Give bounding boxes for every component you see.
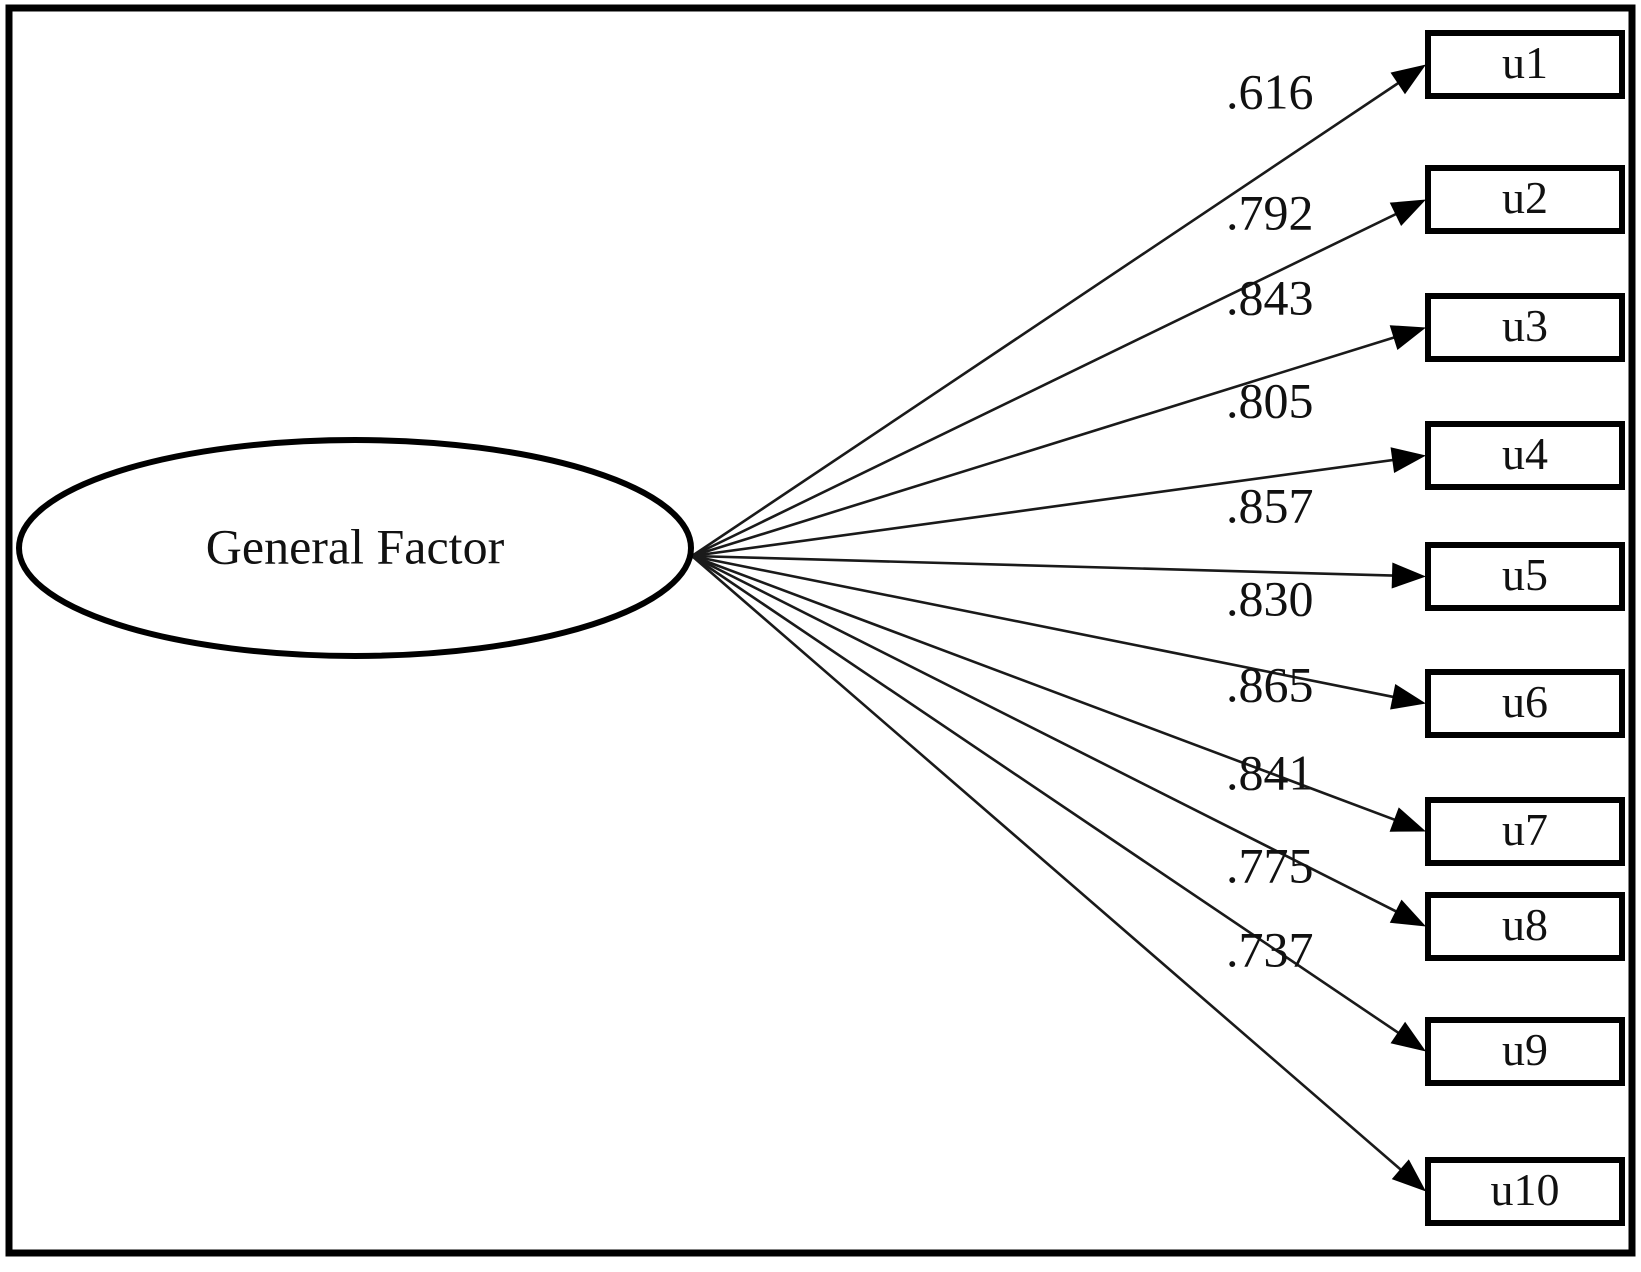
loading-arrow-u1[interactable] (691, 64, 1426, 558)
indicator-label-u5: u5 (1502, 549, 1548, 600)
loading-value-u4: .805 (1226, 372, 1314, 428)
loading-line-u3 (691, 334, 1400, 558)
loading-arrow-u5[interactable] (691, 554, 1426, 589)
indicator-box-u1[interactable] (1425, 30, 1625, 99)
arrowhead-u5 (1391, 562, 1426, 589)
loading-value-u1: .616 (1226, 63, 1314, 119)
loading-value-u7: .865 (1226, 656, 1314, 712)
indicator-node-u10[interactable]: u10 (1425, 1157, 1625, 1226)
indicator-node-u3[interactable]: u3 (1425, 293, 1625, 362)
loading-arrow-u3[interactable] (691, 325, 1426, 558)
arrowhead-u10 (1391, 1159, 1426, 1192)
arrowhead-u2 (1389, 199, 1426, 227)
loading-arrow-u7[interactable] (691, 554, 1426, 832)
indicator-box-u3[interactable] (1425, 293, 1625, 362)
loading-arrows-group (691, 64, 1426, 1192)
indicator-label-u10: u10 (1491, 1164, 1560, 1215)
indicator-boxes-group: u1 u2 u3 u4 u5 u6 u7 u8 u9 u10 (1425, 30, 1625, 1226)
loading-line-u9 (691, 554, 1404, 1037)
loading-value-u10: .737 (1226, 921, 1314, 977)
loading-line-u5 (691, 554, 1399, 578)
indicator-box-u7[interactable] (1425, 797, 1625, 866)
general-factor-label: General Factor (206, 518, 505, 574)
arrowhead-u3 (1389, 325, 1426, 351)
indicator-node-u6[interactable]: u6 (1425, 669, 1625, 738)
general-factor-node[interactable]: General Factor (16, 437, 694, 659)
loading-value-u3: .843 (1226, 269, 1314, 325)
indicator-box-u8[interactable] (1425, 892, 1625, 961)
loading-line-u10 (691, 555, 1406, 1175)
loading-value-u8: .841 (1226, 744, 1314, 800)
indicator-node-u9[interactable]: u9 (1425, 1017, 1625, 1086)
arrowhead-u9 (1390, 1021, 1426, 1052)
loading-values-group: .616 .792 .843 .805 .857 .830 .865 .841 .775 .737 (1226, 63, 1314, 977)
loading-value-u5: .857 (1226, 477, 1314, 533)
loading-arrow-u10[interactable] (691, 555, 1426, 1192)
indicator-label-u7: u7 (1502, 804, 1548, 855)
indicator-label-u1: u1 (1502, 37, 1548, 88)
loading-line-u6 (691, 554, 1399, 700)
indicator-node-u5[interactable]: u5 (1425, 542, 1625, 611)
loading-line-u4 (691, 458, 1399, 558)
indicator-label-u8: u8 (1502, 899, 1548, 950)
indicator-label-u9: u9 (1502, 1024, 1548, 1075)
indicator-node-u1[interactable]: u1 (1425, 30, 1625, 99)
loading-arrow-u9[interactable] (691, 554, 1426, 1052)
loading-arrow-u4[interactable] (691, 447, 1426, 558)
indicator-node-u4[interactable]: u4 (1425, 421, 1625, 490)
loading-arrow-u8[interactable] (691, 554, 1426, 927)
indicator-node-u7[interactable]: u7 (1425, 797, 1625, 866)
loading-line-u8 (691, 554, 1402, 916)
indicator-label-u4: u4 (1502, 428, 1548, 479)
indicator-label-u6: u6 (1502, 676, 1548, 727)
arrowhead-u7 (1389, 807, 1426, 832)
indicator-node-u2[interactable]: u2 (1425, 165, 1625, 234)
arrowhead-u6 (1390, 684, 1426, 710)
loading-value-u2: .792 (1226, 184, 1314, 240)
loading-line-u7 (691, 554, 1401, 823)
indicator-node-u8[interactable]: u8 (1425, 892, 1625, 961)
arrowhead-u4 (1390, 447, 1426, 473)
indicator-box-u10[interactable] (1425, 1157, 1625, 1226)
indicator-box-u9[interactable] (1425, 1017, 1625, 1086)
loading-value-u9: .775 (1226, 837, 1314, 893)
loading-arrow-u2[interactable] (691, 199, 1426, 558)
general-factor-ellipse[interactable] (16, 437, 694, 659)
arrowhead-u1 (1390, 64, 1426, 95)
indicator-label-u3: u3 (1502, 300, 1548, 351)
arrowhead-u8 (1389, 899, 1426, 927)
indicator-box-u5[interactable] (1425, 542, 1625, 611)
figure-border (5, 4, 1636, 1257)
indicator-box-u6[interactable] (1425, 669, 1625, 738)
loading-line-u2 (691, 210, 1402, 558)
loading-line-u1 (691, 78, 1404, 558)
indicator-box-u4[interactable] (1425, 421, 1625, 490)
loading-arrow-u6[interactable] (691, 554, 1426, 710)
loading-value-u6: .830 (1226, 570, 1314, 626)
indicator-box-u2[interactable] (1425, 165, 1625, 234)
indicator-label-u2: u2 (1502, 172, 1548, 223)
